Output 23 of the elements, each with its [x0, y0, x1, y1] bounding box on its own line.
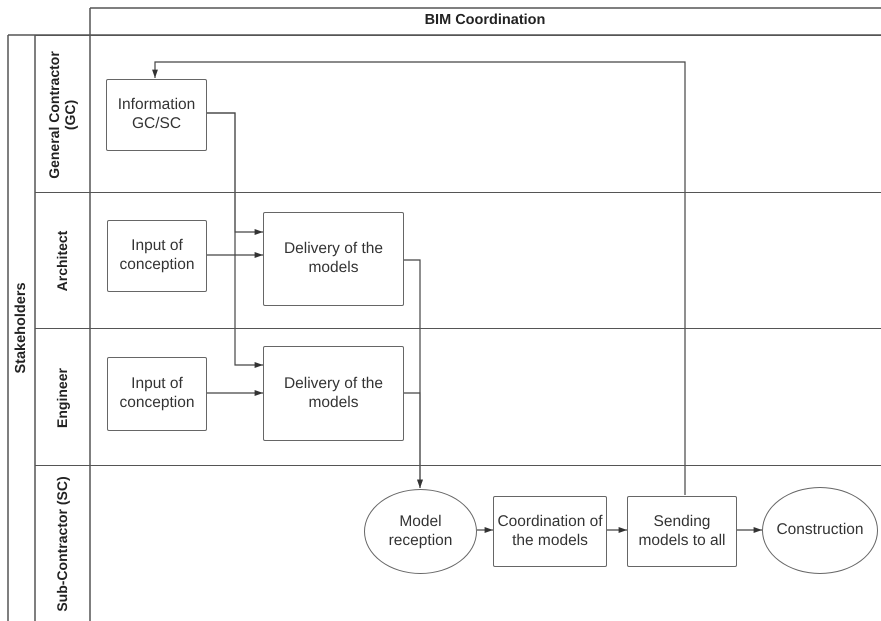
lane-label: General Contractor (GC) [46, 50, 78, 180]
process-box: Delivery of the models [263, 212, 404, 306]
event-ellipse: Model reception [364, 489, 477, 574]
lane-label: Sub-Contractor (SC) [54, 475, 70, 614]
arrow [207, 390, 263, 396]
lane-label: Architect [54, 230, 70, 294]
arrow [737, 527, 762, 533]
pool-title: BIM Coordination [424, 12, 546, 28]
process-box: Input of conception [107, 357, 207, 431]
lane-label: Engineer [54, 366, 70, 430]
arrow [404, 392, 423, 488]
arrow [207, 252, 263, 258]
process-box: Sending models to all [627, 496, 737, 567]
process-box: Input of conception [107, 220, 207, 292]
process-box: Coordination of the models [493, 496, 607, 567]
arrow [207, 112, 263, 368]
process-box: Delivery of the models [263, 346, 404, 441]
arrow [607, 527, 627, 533]
event-ellipse: Construction [762, 487, 878, 574]
arrow [152, 61, 686, 495]
arrow [477, 527, 493, 533]
process-box: Information GC/SC [106, 79, 207, 151]
pool-label: Stakeholders [13, 282, 29, 374]
